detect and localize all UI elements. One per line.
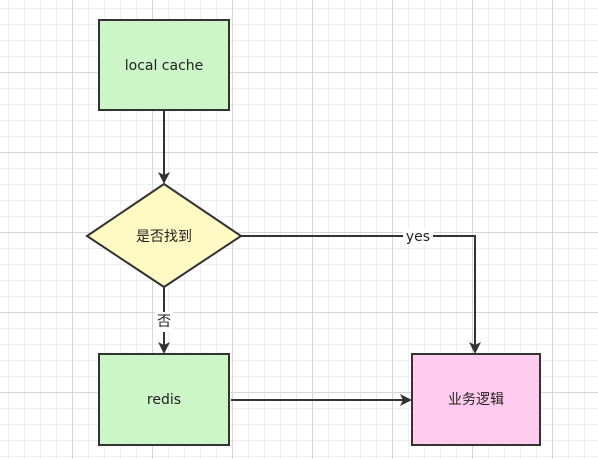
node-local-cache (98, 19, 230, 111)
node-business-logic (411, 353, 541, 446)
node-business-logic-label: 业务逻辑 (448, 392, 504, 408)
edge-label-no-bg (155, 312, 173, 332)
node-redis-label: redis (147, 392, 181, 408)
edge-label-no: 否 (157, 314, 171, 330)
node-decision-label: 是否找到 (136, 229, 192, 245)
edge-label-yes-bg (403, 228, 433, 245)
node-decision (85, 182, 243, 289)
edge-label-yes: yes (406, 229, 430, 245)
node-redis (98, 353, 230, 446)
node-local-cache-label: local cache (125, 58, 204, 74)
edge-decision-to-business-yes (241, 235, 481, 354)
